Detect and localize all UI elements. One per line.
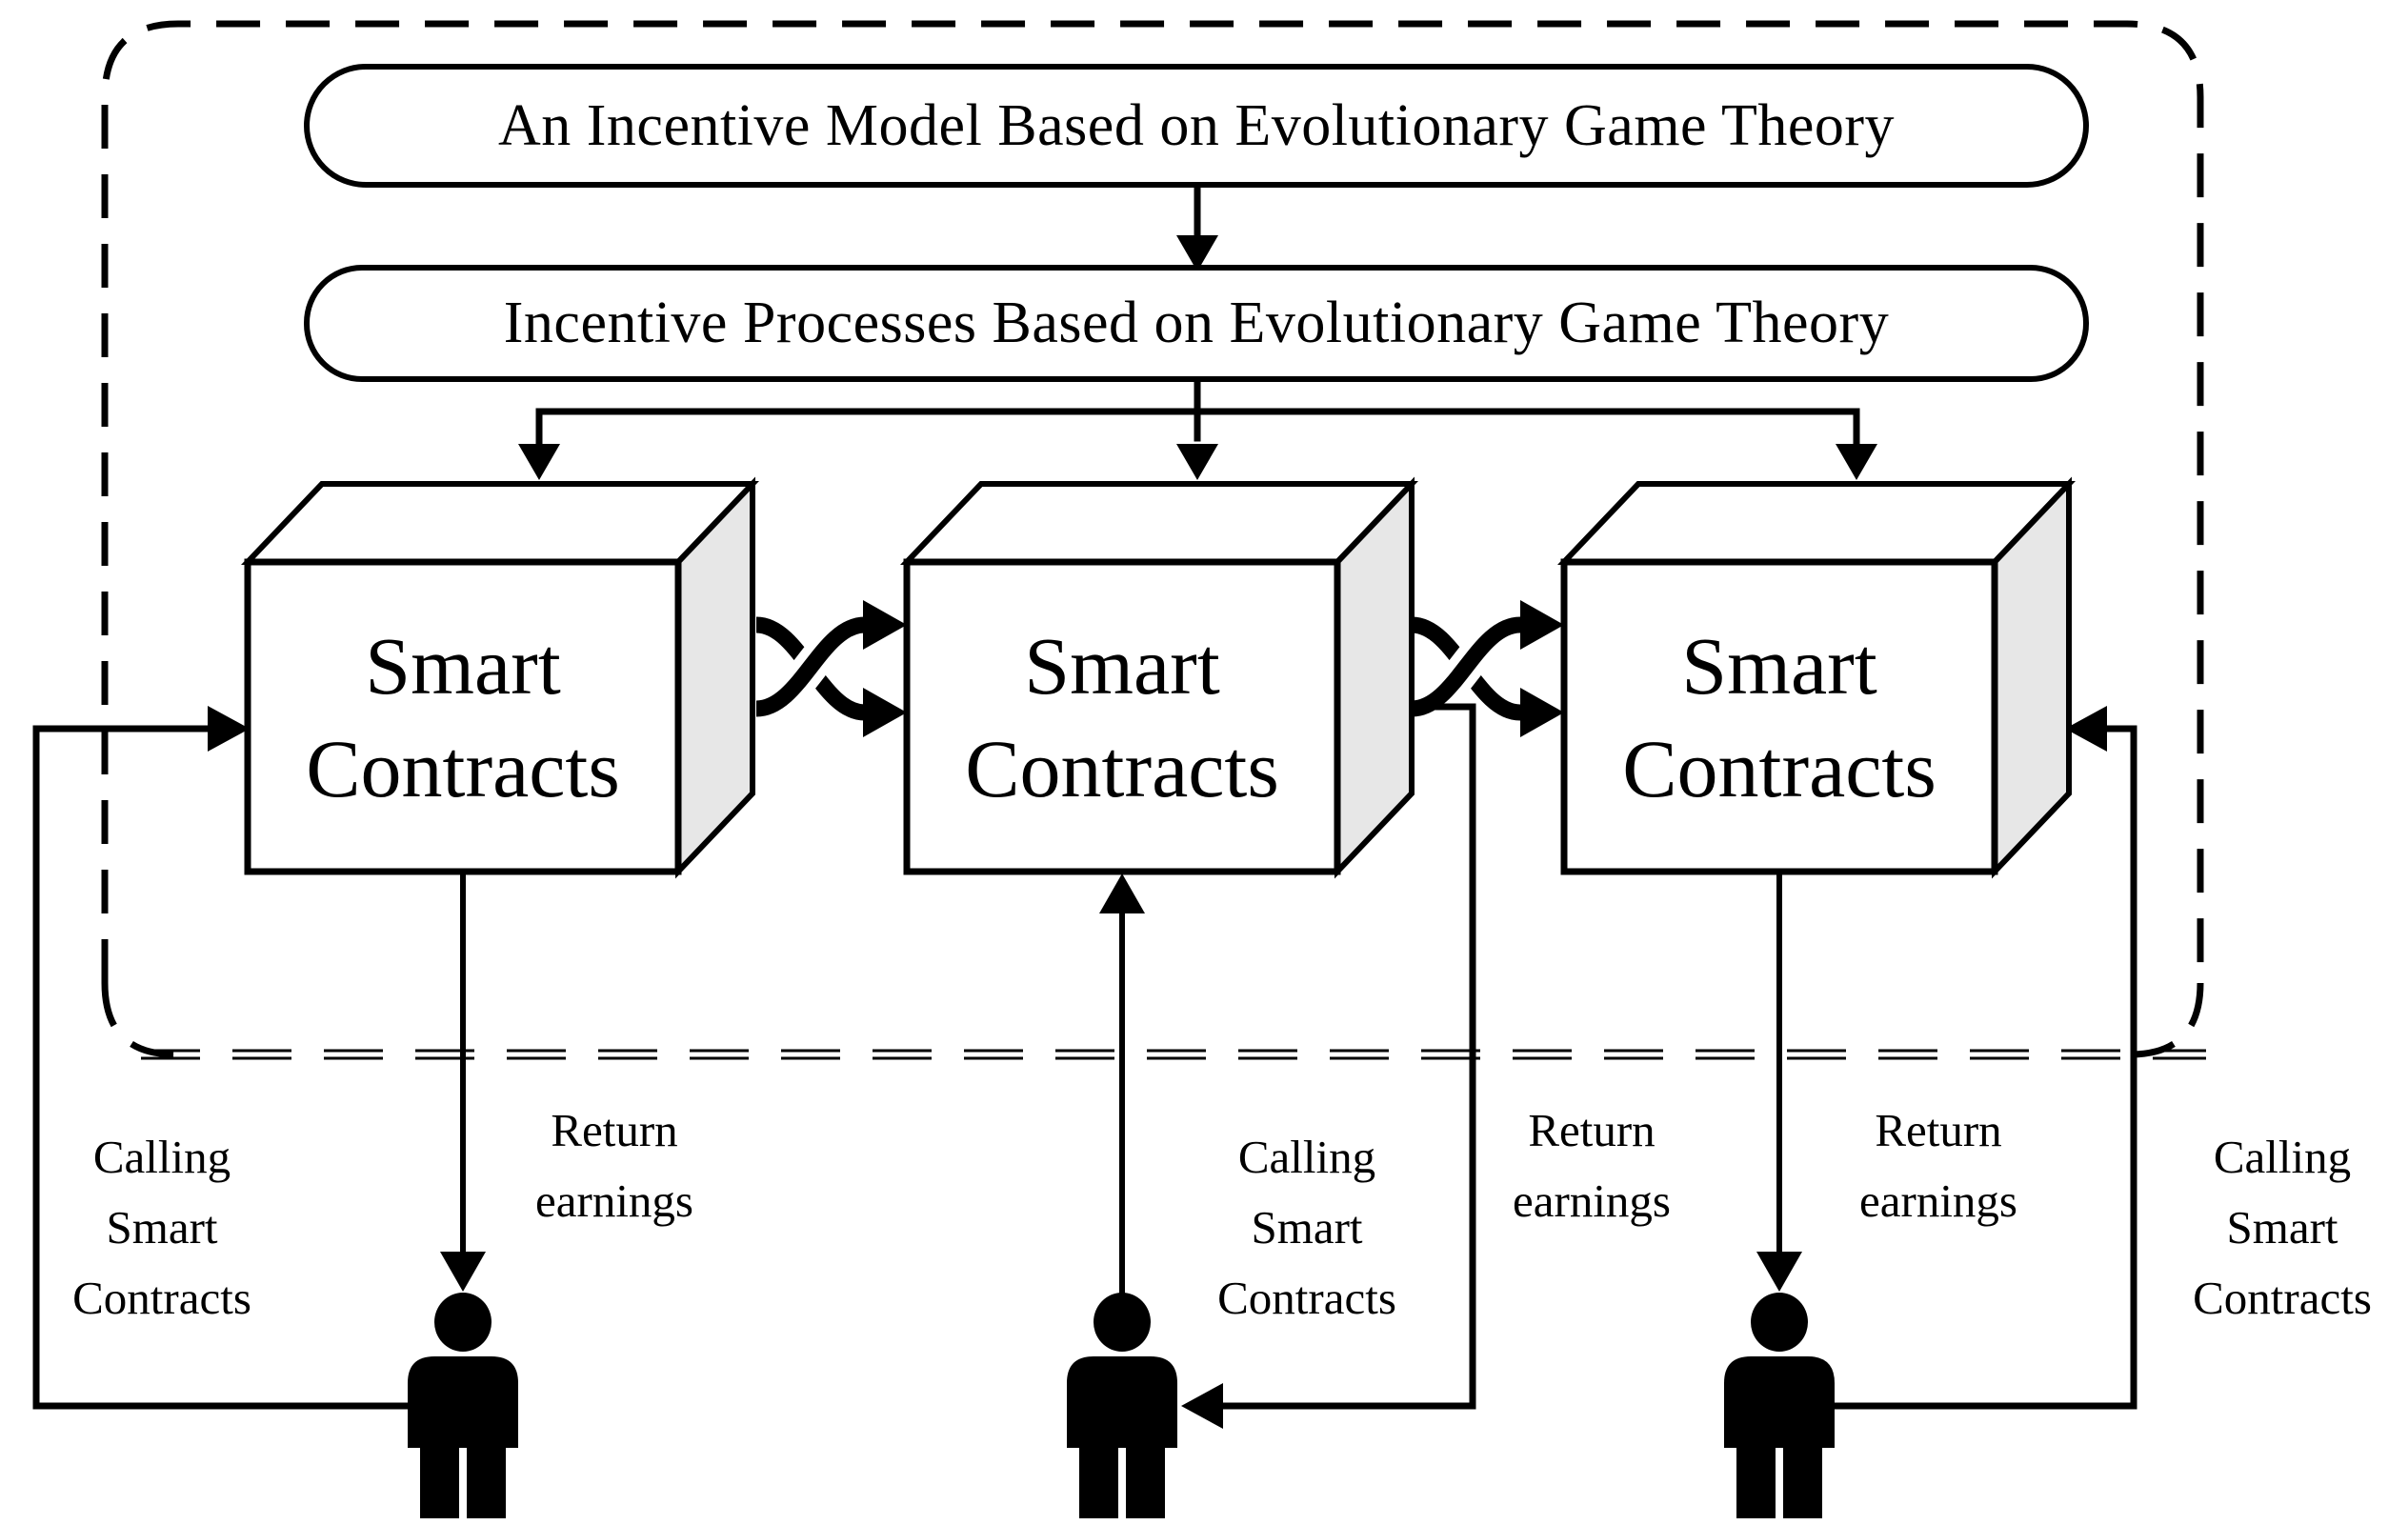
dashed-boundary [101, 20, 2206, 1060]
return-earnings-label-middle: Return earnings [1513, 1104, 1671, 1227]
chain-arrowhead-icon [1520, 688, 1564, 737]
arrow-calling-right [1814, 706, 2137, 1410]
arrow-return-earnings-middle [1181, 703, 1476, 1429]
box-front-face [1560, 558, 1998, 875]
arrow-return-earnings-left [440, 869, 486, 1292]
arrow-return-earnings-right [1756, 869, 1802, 1292]
chain-arrowhead-icon [863, 688, 907, 737]
smart-contracts-box-3 [1557, 476, 2076, 879]
person-icon-right [1724, 1293, 1835, 1518]
return-earnings-label-left: Return earnings [535, 1104, 693, 1227]
smart-contracts-label-3: Smart Contracts [1622, 619, 1936, 814]
box-top-face [241, 481, 759, 565]
chain-arrowhead-icon [1520, 600, 1564, 650]
dashed-separator [141, 1049, 2206, 1060]
smart-contracts-box-2 [900, 476, 1418, 879]
arrow-model-to-process [1176, 183, 1218, 271]
chain-link-icon-right [1409, 600, 1564, 737]
smart-contracts-box-1 [241, 476, 759, 879]
process-node-label: Incentive Processes Based on Evolutionar… [503, 291, 1890, 355]
smart-contracts-label-1: Smart Contracts [306, 619, 620, 814]
calling-smart-contracts-label-right: Calling Smart Contracts [2193, 1131, 2372, 1324]
calling-smart-contracts-label-middle: Calling Smart Contracts [1217, 1131, 1396, 1324]
box-top-face [1557, 481, 2076, 565]
calling-smart-contracts-label-left: Calling Smart Contracts [72, 1131, 251, 1324]
box-top-face [900, 481, 1418, 565]
person-icon-left [408, 1293, 518, 1518]
return-earnings-label-right: Return earnings [1859, 1104, 2017, 1227]
model-node-shape [304, 64, 2089, 188]
box-front-face [903, 558, 1341, 875]
arrow-calling-middle [1099, 873, 1145, 1298]
smart-contracts-label-2: Smart Contracts [965, 619, 1279, 814]
arrow-calling-left [32, 706, 434, 1410]
chain-link-icon-left [753, 600, 907, 737]
box-front-face [244, 558, 682, 875]
arrow-process-to-contracts [518, 375, 1877, 480]
person-icon-middle [1067, 1293, 1177, 1518]
process-node-shape [304, 265, 2089, 382]
chain-arrowhead-icon [863, 600, 907, 650]
model-node-label: An Incentive Model Based on Evolutionary… [498, 92, 1895, 158]
